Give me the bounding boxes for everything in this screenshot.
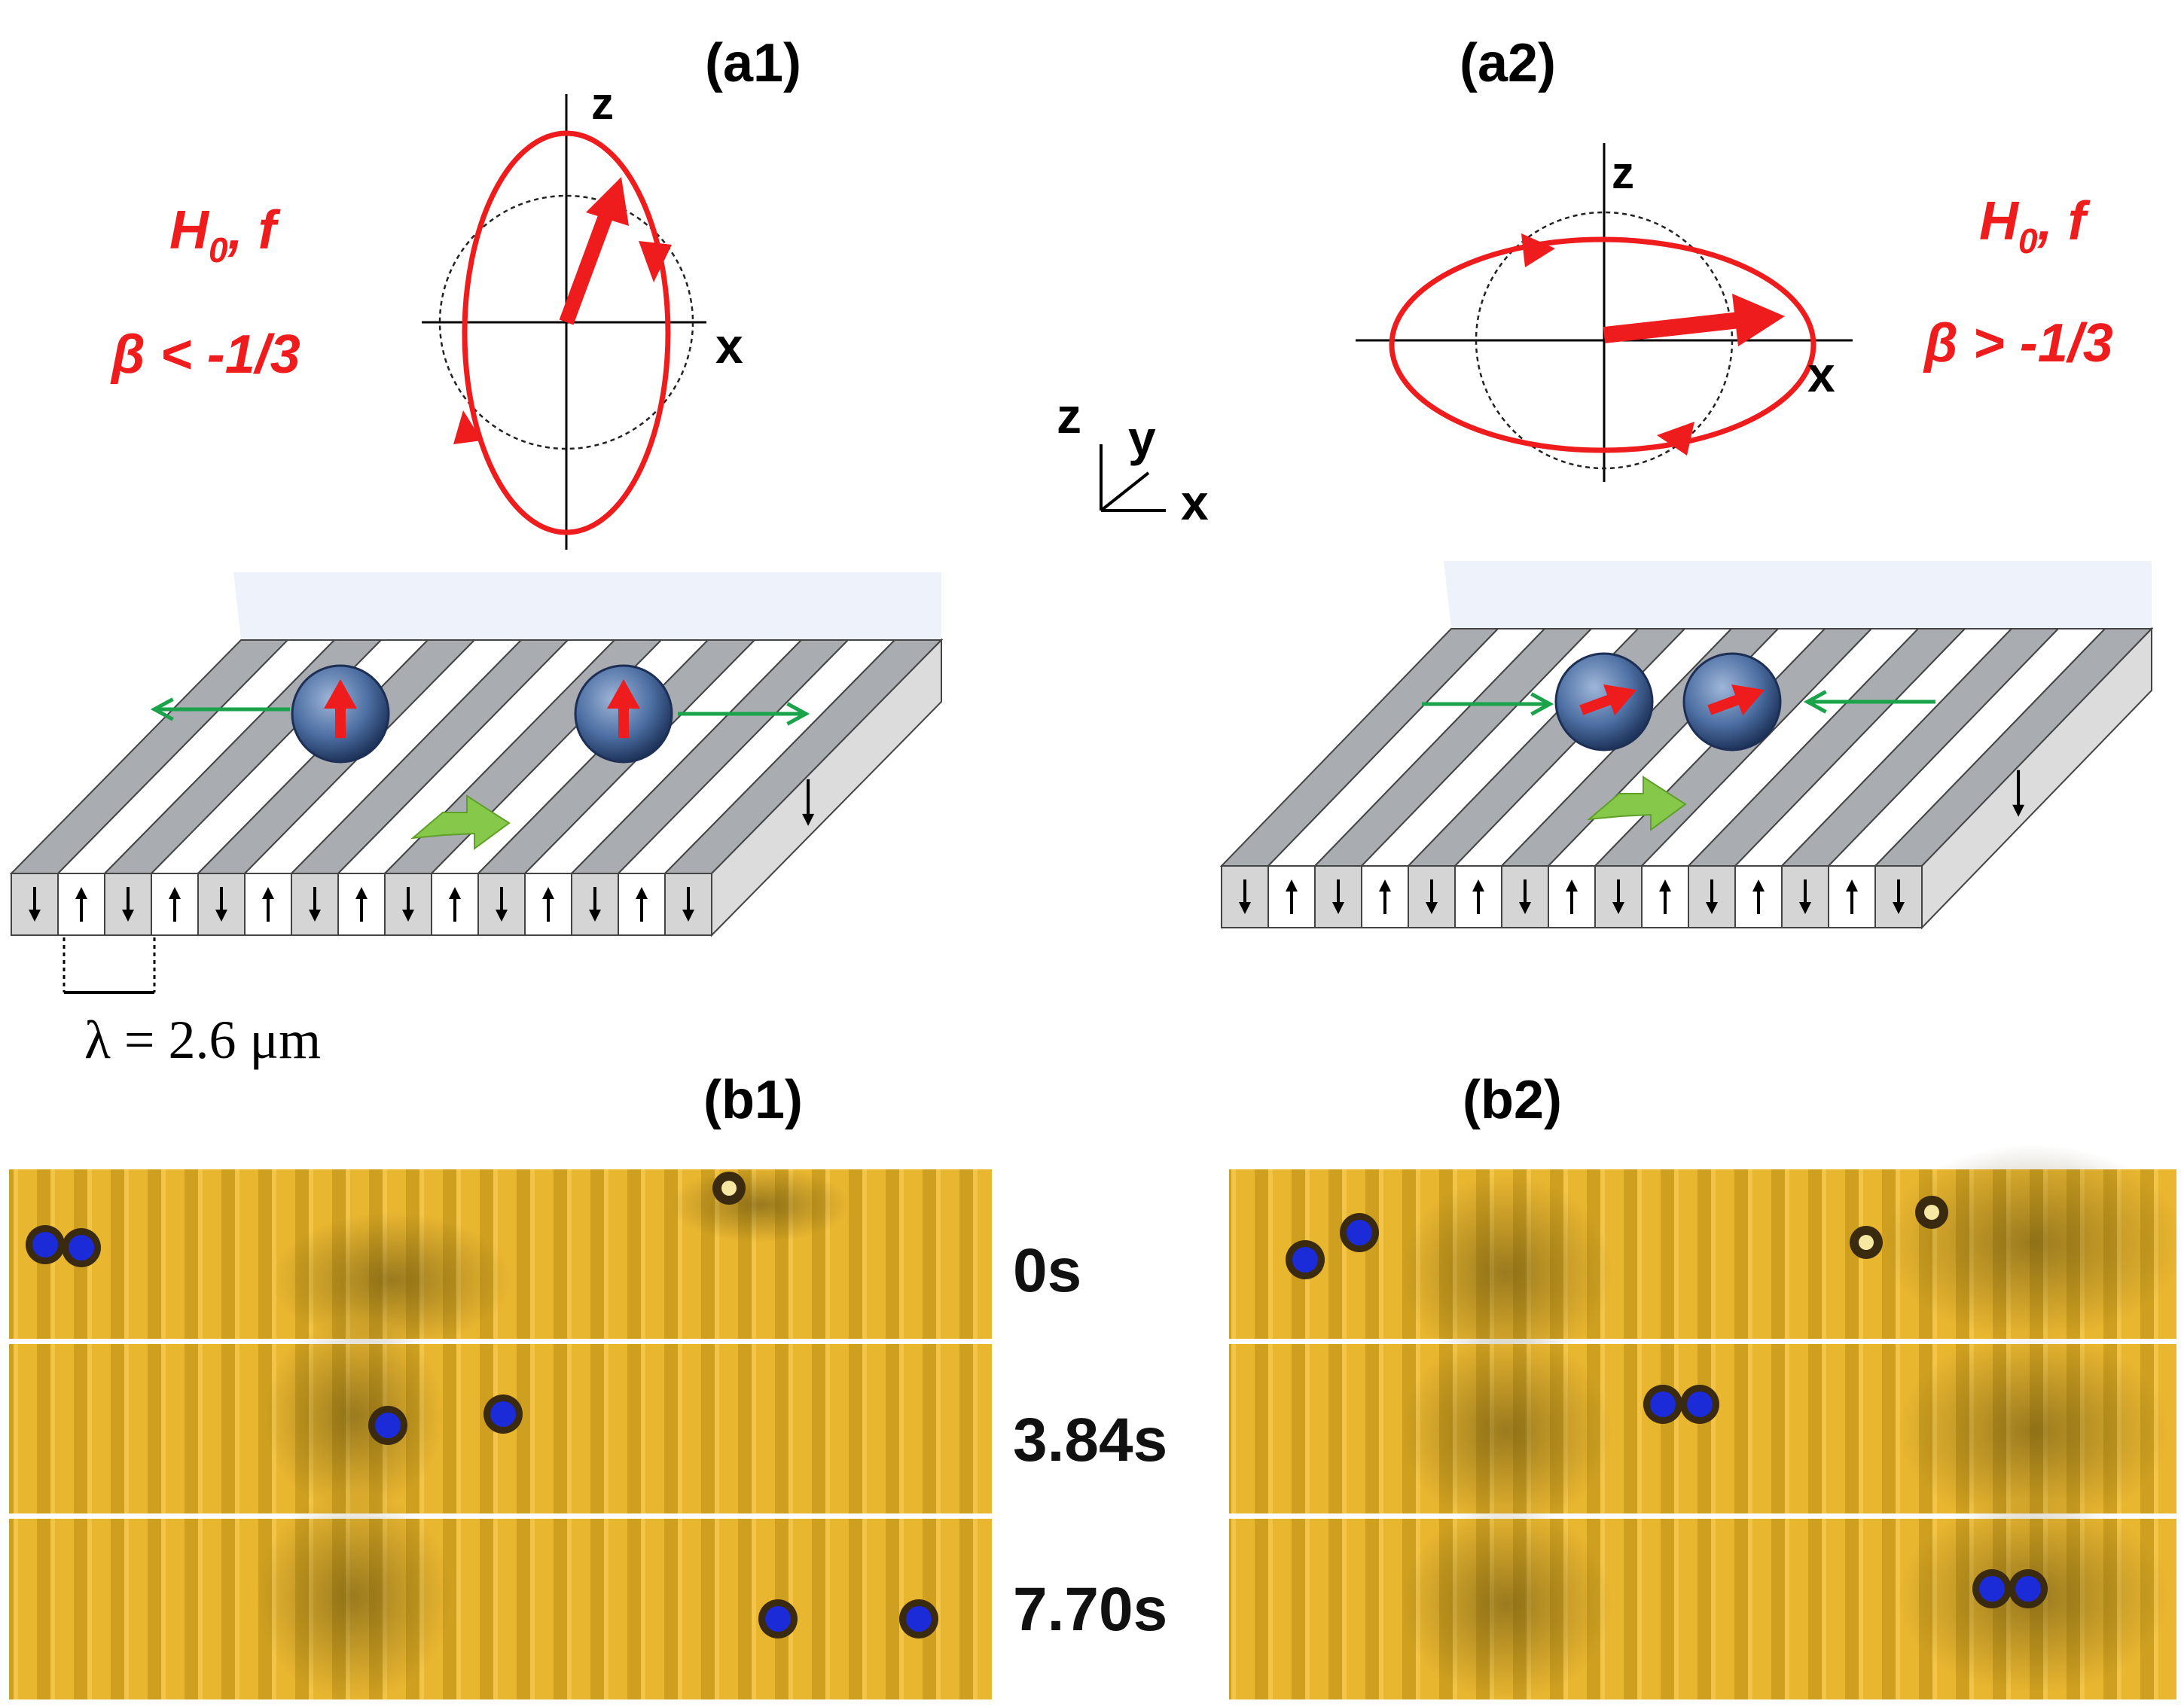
motion-arrow-icon	[1586, 776, 1687, 831]
down-arrow-icon	[1332, 879, 1344, 914]
colloid-particle	[1680, 1385, 1719, 1424]
time-label-2: 7.70s	[1013, 1575, 1167, 1644]
down-arrow-icon	[1519, 879, 1531, 914]
down-arrow-icon	[309, 887, 321, 922]
time-label-1: 3.84s	[1013, 1406, 1167, 1474]
down-arrow-icon	[215, 887, 227, 922]
down-arrow-icon	[682, 887, 694, 922]
up-arrow-icon	[1286, 879, 1298, 914]
colloid-particle	[368, 1406, 407, 1445]
down-arrow-icon	[1799, 879, 1811, 914]
microscopy-frame	[9, 1491, 992, 1702]
ring-particle	[712, 1172, 746, 1205]
down-arrow-icon	[402, 887, 414, 922]
up-arrow-icon	[1846, 879, 1858, 914]
rotation-arrow-icon	[639, 241, 672, 282]
wavelength-scale: λ = 2.6 μm	[63, 937, 321, 1070]
wavelength-label: λ = 2.6 μm	[84, 1010, 321, 1070]
rotation-arrow-icon	[1521, 233, 1555, 267]
microscopy-frame	[1229, 1145, 2184, 1370]
rotation-arrow-icon	[453, 410, 482, 444]
colloid-particle	[62, 1228, 101, 1267]
axis-z-a2: z	[1612, 148, 1634, 198]
up-arrow-icon	[169, 887, 181, 922]
down-arrow-icon	[1706, 879, 1718, 914]
translation-arrow-icon	[1803, 690, 1935, 714]
panel-label-b2: (b2)	[1463, 1070, 1562, 1130]
up-arrow-icon	[542, 887, 554, 922]
panel-label-b1: (b1)	[703, 1070, 803, 1130]
coordinate-triad: z y x	[1057, 388, 1209, 530]
colloid-particle	[899, 1599, 938, 1638]
triad-y: y	[1128, 410, 1156, 466]
magnetic-particle	[1554, 652, 1654, 751]
up-arrow-icon	[262, 887, 274, 922]
colloid-particle	[483, 1395, 523, 1434]
colloid-particle	[1340, 1213, 1379, 1252]
panel-label-a1: (a1)	[705, 33, 801, 93]
stripe-substrate-a1	[9, 572, 944, 937]
up-arrow-icon	[1472, 879, 1484, 914]
magnetic-particle	[574, 664, 673, 764]
svg-text:H0, f: H0, f	[1979, 191, 2091, 261]
up-arrow-icon	[1379, 879, 1391, 914]
up-arrow-icon	[636, 887, 648, 922]
magnetic-particle	[1682, 652, 1782, 751]
down-arrow-icon	[1893, 879, 1905, 914]
field-label-a2: H0, f	[1979, 191, 2091, 261]
colloid-particle	[1972, 1569, 2012, 1608]
colloid-particle	[2009, 1569, 2048, 1608]
down-arrow-icon	[122, 887, 134, 922]
triad-x: x	[1181, 474, 1209, 530]
microscopy-frames	[9, 1145, 2184, 1702]
axis-x-a1: x	[715, 318, 743, 373]
field-diagram-a2: z x	[1356, 143, 1853, 482]
microscopy-frame	[1229, 1333, 2176, 1529]
beta-label-left: β < -1/3	[110, 325, 300, 385]
motion-arrow-icon	[410, 794, 511, 850]
up-arrow-icon	[355, 887, 368, 922]
down-arrow-icon	[496, 887, 508, 922]
translation-arrow-icon	[1422, 692, 1554, 716]
down-arrow-icon	[1426, 879, 1438, 914]
time-label-0: 0s	[1013, 1236, 1081, 1305]
up-arrow-icon	[1566, 879, 1578, 914]
down-arrow-icon	[29, 887, 41, 922]
colloid-particle	[1643, 1385, 1682, 1424]
panel-label-a2: (a2)	[1460, 33, 1556, 93]
up-arrow-icon	[1752, 879, 1765, 914]
colloid-particle	[26, 1225, 65, 1264]
microscopy-frame	[1229, 1498, 2176, 1702]
ring-particle	[1915, 1196, 1948, 1229]
colloid-particle	[1286, 1240, 1325, 1279]
down-arrow-icon	[1612, 879, 1624, 914]
down-arrow-icon	[589, 887, 601, 922]
rotation-arrow-icon	[1657, 422, 1694, 456]
colloid-particle	[758, 1599, 798, 1638]
beta-label-right: β > -1/3	[1923, 313, 2113, 373]
svg-text:H0, f: H0, f	[169, 200, 281, 270]
up-arrow-icon	[449, 887, 461, 922]
down-arrow-icon	[2012, 770, 2025, 817]
ring-particle	[1850, 1226, 1883, 1259]
up-arrow-icon	[1659, 879, 1671, 914]
axis-z-a1: z	[591, 78, 614, 129]
translation-arrow-icon	[150, 697, 290, 721]
field-diagram-a1: z x	[422, 78, 743, 550]
down-arrow-icon	[1239, 879, 1251, 914]
stripe-substrate-a2	[1219, 561, 2154, 930]
triad-z: z	[1057, 388, 1081, 444]
axis-x-a2: x	[1807, 346, 1835, 402]
down-arrow-icon	[802, 779, 815, 826]
translation-arrow-icon	[678, 702, 810, 726]
magnetic-particle	[291, 664, 390, 764]
microscopy-frame	[9, 1167, 992, 1348]
microscopy-frame	[9, 1318, 992, 1513]
up-arrow-icon	[75, 887, 87, 922]
field-label-a1: H0, f	[169, 200, 281, 270]
